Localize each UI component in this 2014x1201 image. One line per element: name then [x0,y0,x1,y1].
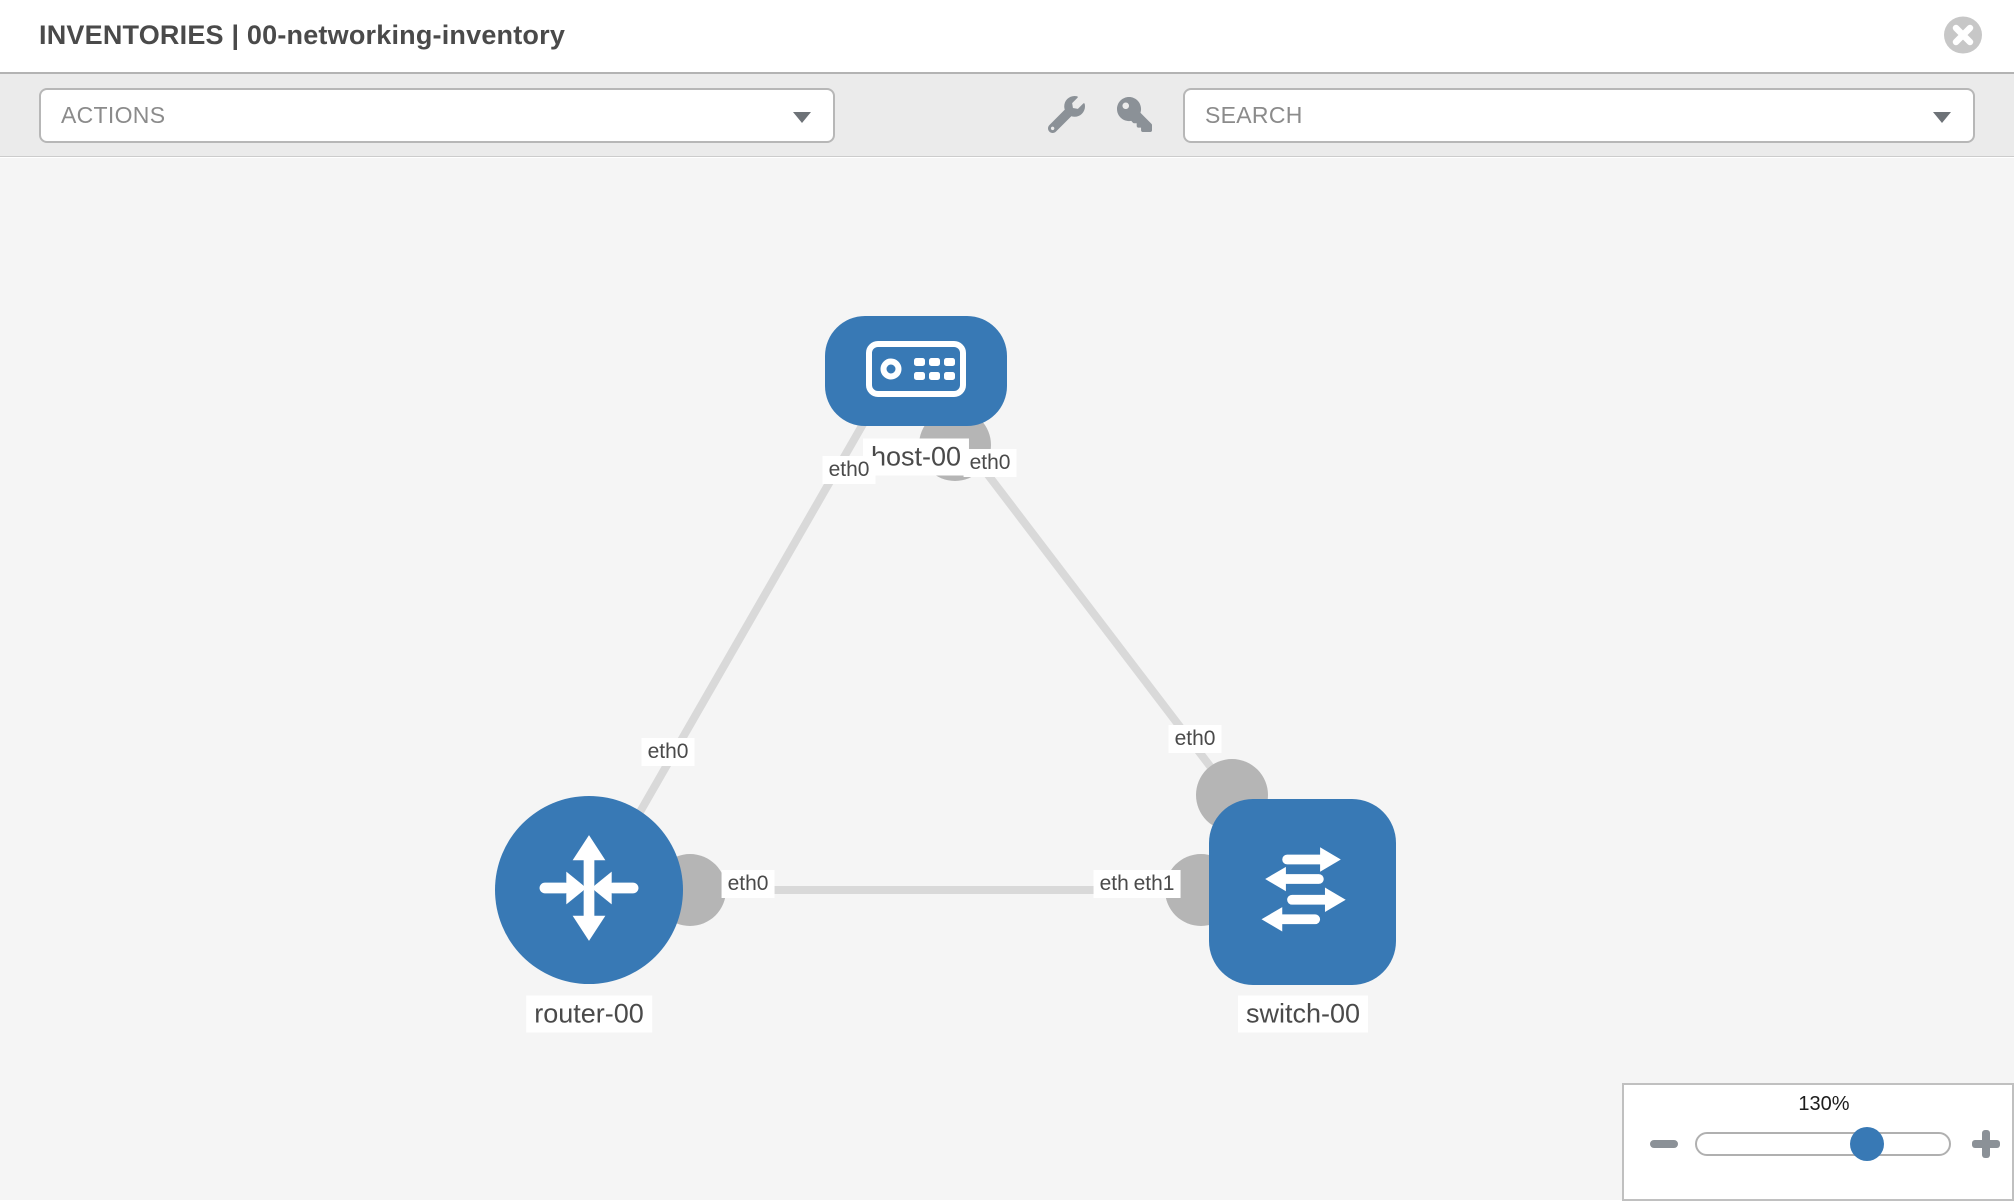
minus-icon [1650,1140,1678,1148]
zoom-slider-track[interactable] [1695,1127,1951,1161]
circle-x-close-icon [1943,16,1983,57]
header: INVENTORIES | 00-networking-inventory [0,0,2014,72]
iface-label-host-eth0-right: eth0 [963,449,1017,477]
node-router-00[interactable] [495,796,683,984]
zoom-percentage: 130% [1798,1093,1850,1115]
chevron-down-icon [793,111,811,123]
wrench-icon [1047,96,1085,136]
topology-canvas[interactable]: host-00 router-00 switch-00 eth0 eth0 et… [0,158,2014,1200]
zoom-out-button[interactable] [1646,1125,1682,1161]
switch-arrows-icon [1242,829,1364,956]
actions-dropdown[interactable]: ACTIONS [39,88,835,143]
configure-button[interactable] [1044,94,1088,138]
node-host-00[interactable] [825,316,1007,426]
node-label-router: router-00 [526,995,652,1033]
node-label-switch: switch-00 [1237,995,1369,1033]
iface-label-switch-eth0: eth0 [1168,725,1222,753]
server-icon [866,340,966,402]
node-switch-00[interactable] [1209,799,1396,985]
topology-links-layer [621,396,1268,926]
key-icon [1116,97,1152,135]
iface-label-router-eth0: eth0 [721,870,775,898]
toolbar: ACTIONS [0,72,2014,157]
search-input[interactable] [1205,102,1949,129]
zoom-slider-thumb[interactable] [1850,1127,1884,1161]
zoom-in-button[interactable] [1968,1125,2004,1161]
actions-dropdown-label: ACTIONS [61,102,166,128]
key-credentials-button[interactable] [1112,94,1156,138]
page-title: INVENTORIES | 00-networking-inventory [39,20,566,50]
zoom-control-panel: 130% [1622,1083,2014,1201]
search-dropdown[interactable] [1183,88,1975,143]
crossed-arrows-icon [526,825,652,956]
close-button[interactable] [1943,16,1983,54]
iface-label-router-eth0-uplink: eth0 [641,738,695,766]
iface-label-switch-eth1: eth1 [1127,870,1181,898]
node-label-host: host-00 [862,438,970,476]
iface-label-host-eth0-left: eth0 [822,456,876,484]
chevron-down-icon [1933,111,1951,123]
